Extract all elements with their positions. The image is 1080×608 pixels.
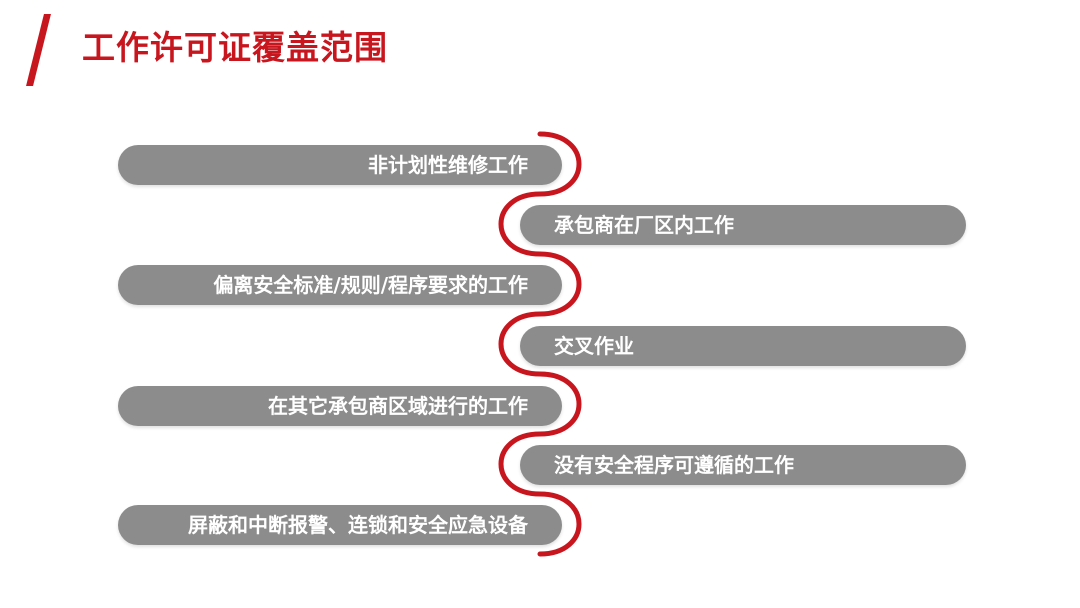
scope-item-5: 在其它承包商区域进行的工作 (118, 386, 562, 426)
scope-item-3: 偏离安全标准/规则/程序要求的工作 (118, 265, 562, 305)
scope-item-2: 承包商在厂区内工作 (520, 205, 966, 245)
scope-item-4: 交叉作业 (520, 326, 966, 366)
scope-item-7: 屏蔽和中断报警、连锁和安全应急设备 (118, 505, 562, 545)
scope-item-6: 没有安全程序可遵循的工作 (520, 445, 966, 485)
page-title: 工作许可证覆盖范围 (82, 28, 388, 67)
scope-item-1: 非计划性维修工作 (118, 145, 562, 185)
